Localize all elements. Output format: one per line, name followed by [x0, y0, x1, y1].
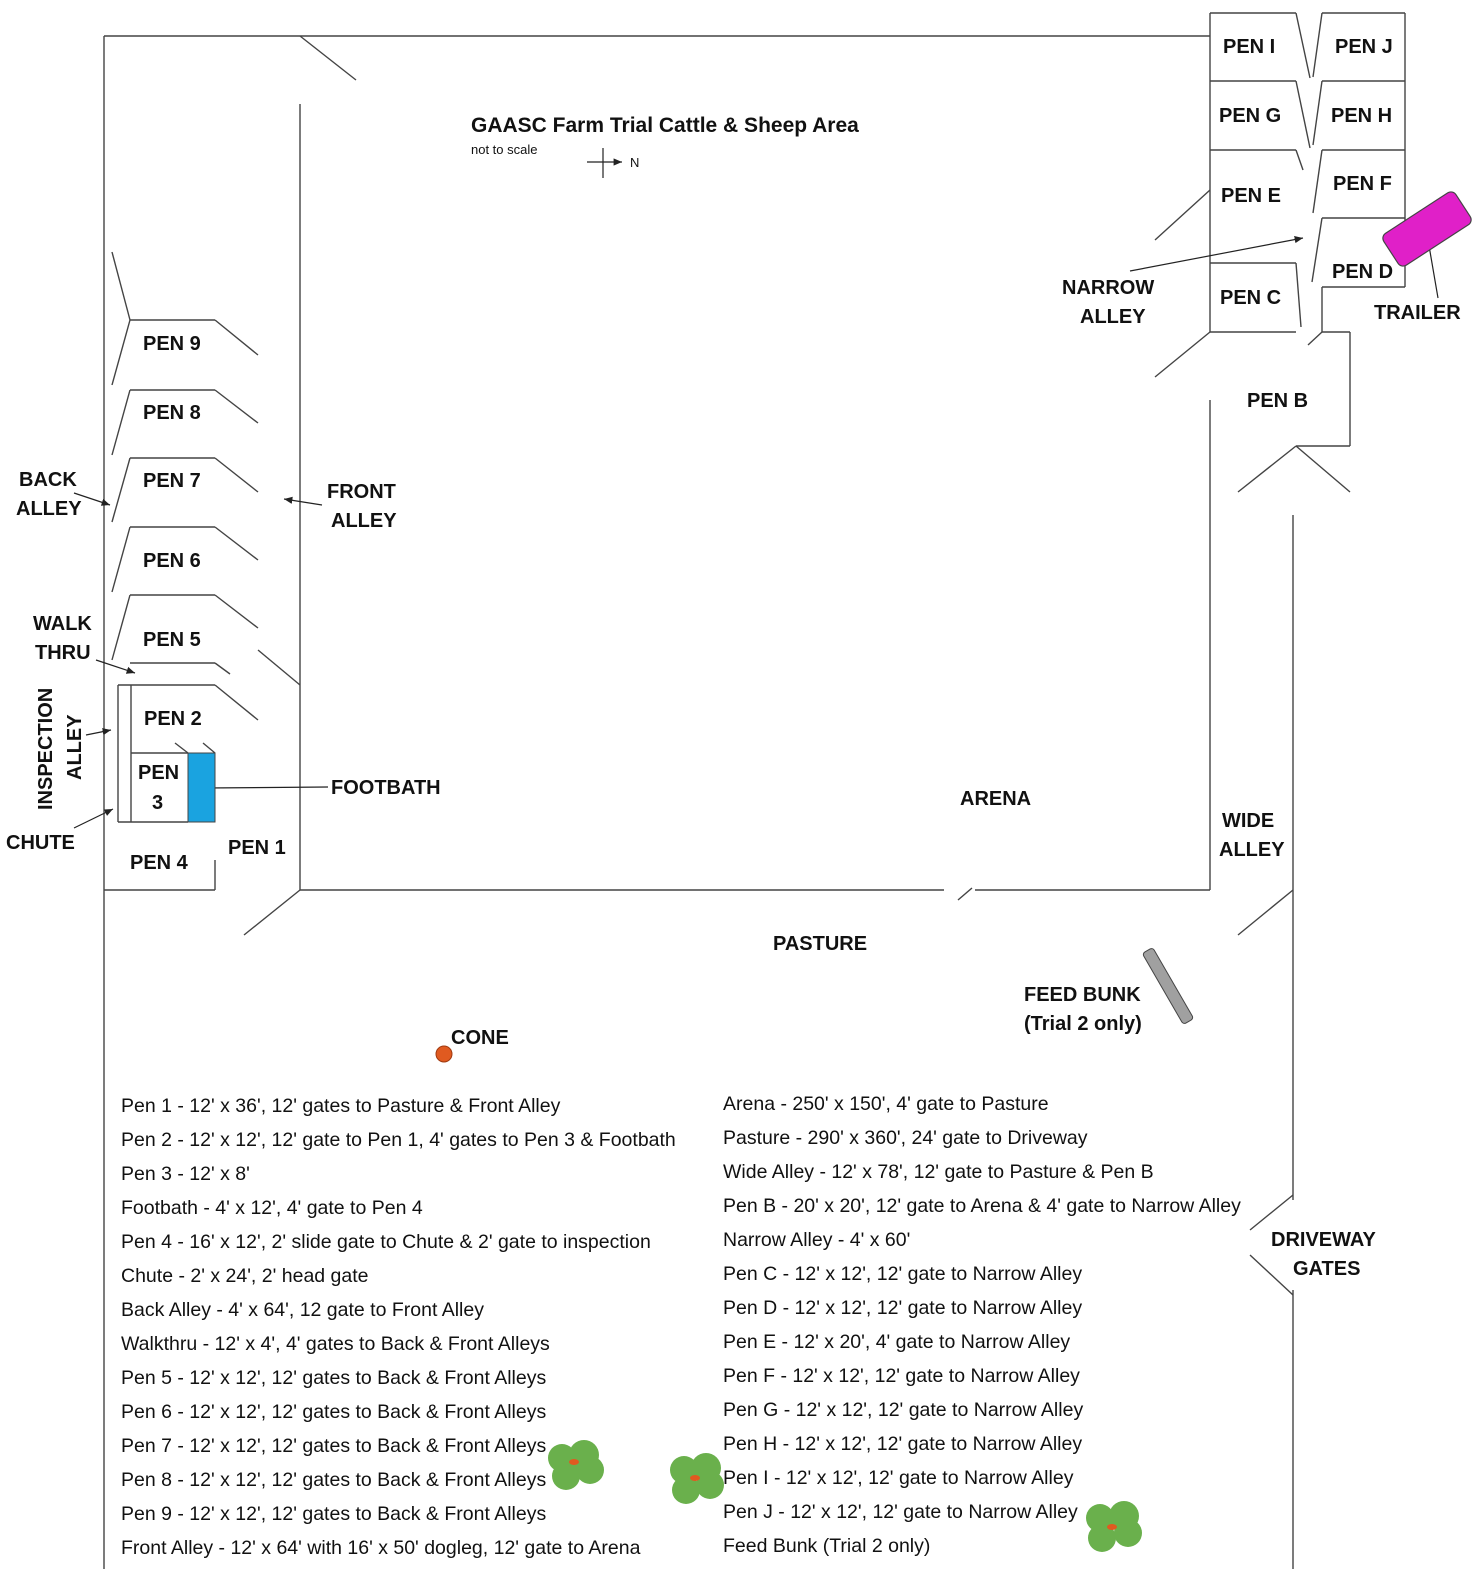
- label-pen-f: PEN F: [1333, 173, 1392, 195]
- label-pen-j: PEN J: [1335, 36, 1393, 58]
- legend-item: Pen 2 - 12' x 12', 12' gate to Pen 1, 4'…: [121, 1129, 676, 1151]
- label-pen-b: PEN B: [1247, 390, 1308, 412]
- legend-item: Pen D - 12' x 12', 12' gate to Narrow Al…: [723, 1297, 1083, 1319]
- legend-item: Pen 5 - 12' x 12', 12' gates to Back & F…: [121, 1367, 547, 1389]
- label-pen-i: PEN I: [1223, 36, 1275, 58]
- label-walk-thru-1: WALK: [33, 613, 92, 635]
- trailer-icon: [1382, 191, 1472, 267]
- label-back-alley-1: BACK: [19, 469, 77, 491]
- legend-item: Pen 3 - 12' x 8': [121, 1163, 250, 1185]
- label-driveway-gates-2: GATES: [1293, 1258, 1360, 1280]
- legend-item: Walkthru - 12' x 4', 4' gates to Back & …: [121, 1333, 550, 1355]
- fence-lines: [103, 12, 1406, 1569]
- label-pen-5: PEN 5: [143, 629, 201, 651]
- legend-item: Pen C - 12' x 12', 12' gate to Narrow Al…: [723, 1263, 1083, 1285]
- label-pen-d: PEN D: [1332, 261, 1393, 283]
- legend-item: Pen 4 - 16' x 12', 2' slide gate to Chut…: [121, 1231, 651, 1253]
- label-pen-1: PEN 1: [228, 837, 286, 859]
- legend-item: Wide Alley - 12' x 78', 12' gate to Past…: [723, 1161, 1154, 1183]
- scale-note: not to scale: [471, 142, 538, 157]
- legend-item: Front Alley - 12' x 64' with 16' x 50' d…: [121, 1537, 641, 1559]
- label-wide-alley-2: ALLEY: [1219, 839, 1285, 861]
- label-pen-e: PEN E: [1221, 185, 1281, 207]
- label-pen-8: PEN 8: [143, 402, 201, 424]
- label-driveway-gates-1: DRIVEWAY: [1271, 1229, 1377, 1251]
- label-pen-g: PEN G: [1219, 105, 1281, 127]
- legend-item: Pen 6 - 12' x 12', 12' gates to Back & F…: [121, 1401, 547, 1423]
- footbath-area: [187, 752, 216, 823]
- page-title: GAASC Farm Trial Cattle & Sheep Area: [471, 114, 859, 137]
- label-front-alley-1: FRONT: [327, 481, 396, 503]
- feed-bunk-icon: [1142, 948, 1194, 1024]
- label-inspection-alley-2: ALLEY: [64, 714, 86, 780]
- label-chute: CHUTE: [6, 832, 75, 854]
- label-pasture: PASTURE: [773, 933, 867, 955]
- legend-item: Chute - 2' x 24', 2' head gate: [121, 1265, 369, 1287]
- legend-item: Pen I - 12' x 12', 12' gate to Narrow Al…: [723, 1467, 1074, 1489]
- label-footbath: FOOTBATH: [331, 777, 441, 799]
- label-pen-c: PEN C: [1220, 287, 1281, 309]
- label-pen-7: PEN 7: [143, 470, 201, 492]
- label-pen-3-line2: 3: [152, 792, 163, 814]
- legend-item: Back Alley - 4' x 64', 12 gate to Front …: [121, 1299, 484, 1321]
- label-wide-alley-1: WIDE: [1222, 810, 1274, 832]
- bush-icon: [548, 1440, 604, 1490]
- label-trailer: TRAILER: [1374, 302, 1461, 324]
- legend-item: Pen G - 12' x 12', 12' gate to Narrow Al…: [723, 1399, 1084, 1421]
- north-label: N: [630, 155, 639, 170]
- label-pen-3-line1: PEN: [138, 762, 179, 784]
- legend-item: Footbath - 4' x 12', 4' gate to Pen 4: [121, 1197, 423, 1219]
- legend-item: Narrow Alley - 4' x 60': [723, 1229, 911, 1251]
- label-pen-2: PEN 2: [144, 708, 202, 730]
- bush-icon: [1086, 1501, 1142, 1552]
- legend-item: Pen E - 12' x 20', 4' gate to Narrow All…: [723, 1331, 1071, 1353]
- label-narrow-alley-2: ALLEY: [1080, 306, 1146, 328]
- legend-item: Pen 8 - 12' x 12', 12' gates to Back & F…: [121, 1469, 547, 1491]
- legend-item: Feed Bunk (Trial 2 only): [723, 1535, 931, 1557]
- legend-item: Pen H - 12' x 12', 12' gate to Narrow Al…: [723, 1433, 1083, 1455]
- label-walk-thru-2: THRU: [35, 642, 91, 664]
- legend-item: Pen 9 - 12' x 12', 12' gates to Back & F…: [121, 1503, 547, 1525]
- label-arena: ARENA: [960, 788, 1031, 810]
- north-arrow-icon: [587, 148, 622, 178]
- label-pen-h: PEN H: [1331, 105, 1392, 127]
- legend-item: Arena - 250' x 150', 4' gate to Pasture: [723, 1093, 1049, 1115]
- label-pen-4: PEN 4: [130, 852, 189, 874]
- label-narrow-alley-1: NARROW: [1062, 277, 1154, 299]
- label-feed-bunk-2: (Trial 2 only): [1024, 1013, 1142, 1035]
- legend-item: Pen B - 20' x 20', 12' gate to Arena & 4…: [723, 1195, 1241, 1217]
- label-back-alley-2: ALLEY: [16, 498, 82, 520]
- legend-item: Pen J - 12' x 12', 12' gate to Narrow Al…: [723, 1501, 1078, 1523]
- label-pen-6: PEN 6: [143, 550, 201, 572]
- label-front-alley-2: ALLEY: [331, 510, 397, 532]
- legend-item: Pen 7 - 12' x 12', 12' gates to Back & F…: [121, 1435, 547, 1457]
- cone-icon: [435, 1045, 453, 1063]
- legend-item: Pasture - 290' x 360', 24' gate to Drive…: [723, 1127, 1088, 1149]
- bush-icon: [670, 1453, 724, 1504]
- legend-item: Pen 1 - 12' x 36', 12' gates to Pasture …: [121, 1095, 561, 1117]
- label-cone: CONE: [451, 1027, 509, 1049]
- label-feed-bunk-1: FEED BUNK: [1024, 984, 1141, 1006]
- label-inspection-alley-1: INSPECTION: [35, 688, 57, 810]
- callout-arrows: [73, 233, 1439, 829]
- legend-left: Pen 1 - 12' x 36', 12' gates to Pasture …: [121, 1089, 691, 1565]
- legend-item: Pen F - 12' x 12', 12' gate to Narrow Al…: [723, 1365, 1080, 1387]
- label-pen-9: PEN 9: [143, 333, 201, 355]
